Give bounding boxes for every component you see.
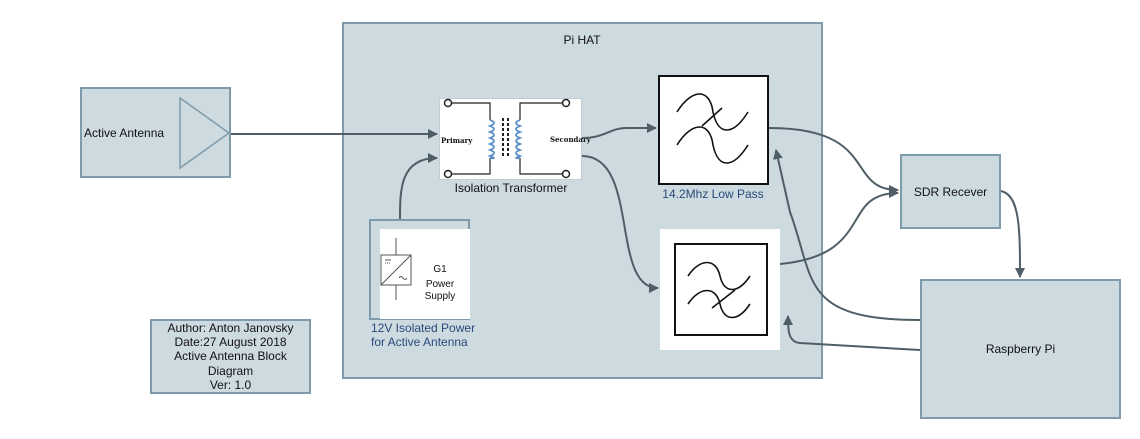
- pi-hat-label: Pi HAT: [563, 33, 601, 47]
- connector-transformer-to-filter2: [581, 155, 659, 293]
- active-antenna-block[interactable]: [80, 87, 231, 178]
- connector-lowpass-to-sdr: [768, 127, 899, 195]
- info-date: Date:27 August 2018: [174, 335, 287, 350]
- low-pass-filter-label: 14.2Mhz Low Pass: [662, 187, 764, 201]
- raspberry-pi-label: Raspberry Pi: [985, 342, 1056, 356]
- transformer-primary-label: Primary: [441, 136, 473, 145]
- power-supply-text-2: Supply: [424, 291, 456, 302]
- filter-2-icon: [687, 261, 751, 319]
- info-text: Author: Anton Janovsky Date:27 August 20…: [150, 321, 311, 392]
- connector-raspberry-to-filter2: [783, 315, 921, 351]
- amplifier-icon: [179, 96, 231, 170]
- power-supply-label-2: for Active Antenna: [371, 335, 468, 349]
- transformer-icon: [443, 98, 571, 179]
- info-title-1: Active Antenna Block: [174, 349, 287, 364]
- power-supply-label-1: 12V Isolated Power: [371, 321, 476, 335]
- sdr-receiver-block[interactable]: [900, 154, 1001, 229]
- info-author: Author: Anton Janovsky: [167, 321, 294, 335]
- connector-raspberry-to-lowpass: [773, 149, 921, 321]
- isolation-transformer-block[interactable]: [439, 98, 582, 180]
- connector-sdr-to-raspberry: [1000, 190, 1025, 278]
- filter-block-2-frame: [674, 243, 768, 336]
- power-supply-icon: [380, 238, 412, 300]
- connector-transformer-to-lowpass: [581, 123, 657, 139]
- connector-filter2-to-sdr: [779, 188, 899, 265]
- active-antenna-label: Active Antenna: [84, 126, 165, 140]
- info-title-2: Diagram: [207, 363, 254, 378]
- isolation-transformer-label: Isolation Transformer: [454, 181, 568, 195]
- info-version: Ver: 1.0: [209, 377, 252, 392]
- low-pass-filter-icon: [676, 93, 749, 164]
- transformer-secondary-label: Secondary: [550, 135, 591, 144]
- raspberry-pi-block[interactable]: [920, 279, 1121, 419]
- sdr-receiver-label: SDR Recever: [913, 185, 988, 199]
- info-block: [150, 319, 311, 394]
- filter-block-2[interactable]: [660, 229, 780, 350]
- power-supply-text-1: Power: [425, 279, 455, 290]
- power-supply-symbol-bg: [380, 229, 470, 319]
- connector-power-to-transformer: [399, 153, 438, 220]
- power-supply-id: G1: [433, 264, 447, 275]
- low-pass-filter-block[interactable]: [658, 75, 769, 185]
